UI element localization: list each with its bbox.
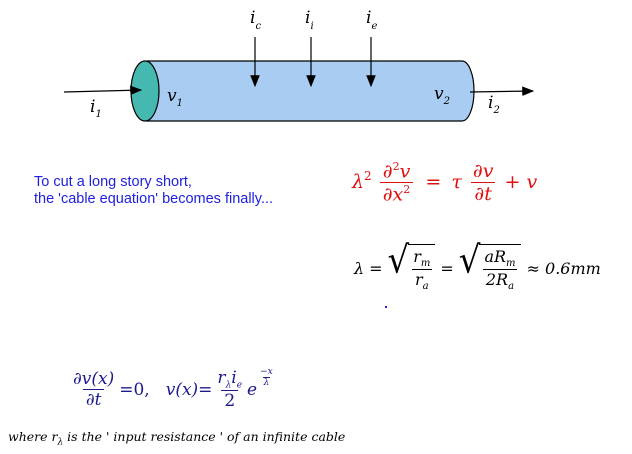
ss-fraction: rλie 2 [217,368,243,412]
lambda-equation: λ = √ rm ra = √ aRm 2Ra ≈ 0.6mm [354,241,601,293]
stray-dot [385,306,387,308]
eq-dx2: ∂x2 [379,182,414,206]
ss-exp-base: e [247,379,258,400]
cable-end-cap [130,60,160,122]
eq-tau: τ [451,170,462,193]
intro-line-1: To cut a long story short, [34,174,192,190]
ss-vx: v(x)= [165,379,213,400]
lam-ratio-aRm-2Ra: aRm 2Ra [482,247,518,293]
eq-dv: ∂v [472,160,494,183]
eq-dt: ∂t [471,182,495,205]
lam-sqrt-2: √ aRm 2Ra [459,241,521,293]
cable-body [146,60,475,122]
intro-text: To cut a long story short, the 'cable eq… [34,174,273,208]
footnote: where rλ is the ' input resistance ' of … [8,429,346,448]
eq-lambda-power: 2 [364,168,372,183]
label-v2: v2 [434,84,450,107]
eq-plus-v: + v [504,170,538,193]
eq-d2v: ∂2v [382,160,411,183]
eq-lambda: λ [352,170,365,193]
eq-equals: = [425,170,442,193]
steady-state-equation: ∂v(x) ∂t =0, v(x)= rλie 2 e −x λ [68,367,276,412]
ss-equals-zero: =0, [119,379,150,400]
output-current-arrow [469,86,535,96]
lam-approx-value: ≈ 0.6mm [526,258,601,278]
input-current-arrow [63,85,143,96]
lam-symbol: λ [354,258,365,278]
lam-equals-2: = [440,258,454,278]
label-i1: i1 [90,97,102,120]
label-ii: ii [305,8,314,32]
label-ie: ie [366,8,377,32]
label-v1: v1 [167,86,183,109]
label-ic: ic [250,8,261,32]
ss-dt: ∂t [82,389,105,410]
ss-exponent: −x λ [260,367,273,389]
lam-equals-1: = [369,258,383,278]
lam-ratio-rm-ra: rm ra [411,247,432,293]
eq-second-derivative: ∂2v ∂x2 [379,160,414,206]
intro-line-2: the 'cable equation' becomes finally... [34,191,274,207]
ss-derivative: ∂v(x) ∂t [70,369,117,410]
label-i2: i2 [488,93,500,116]
eq-time-derivative: ∂v ∂t [470,160,497,205]
cable-equation: λ2 ∂2v ∂x2 = τ ∂v ∂t + v [352,160,537,206]
lam-sqrt-1: √ rm ra [388,241,436,293]
ss-dvx: ∂v(x) [73,369,115,390]
